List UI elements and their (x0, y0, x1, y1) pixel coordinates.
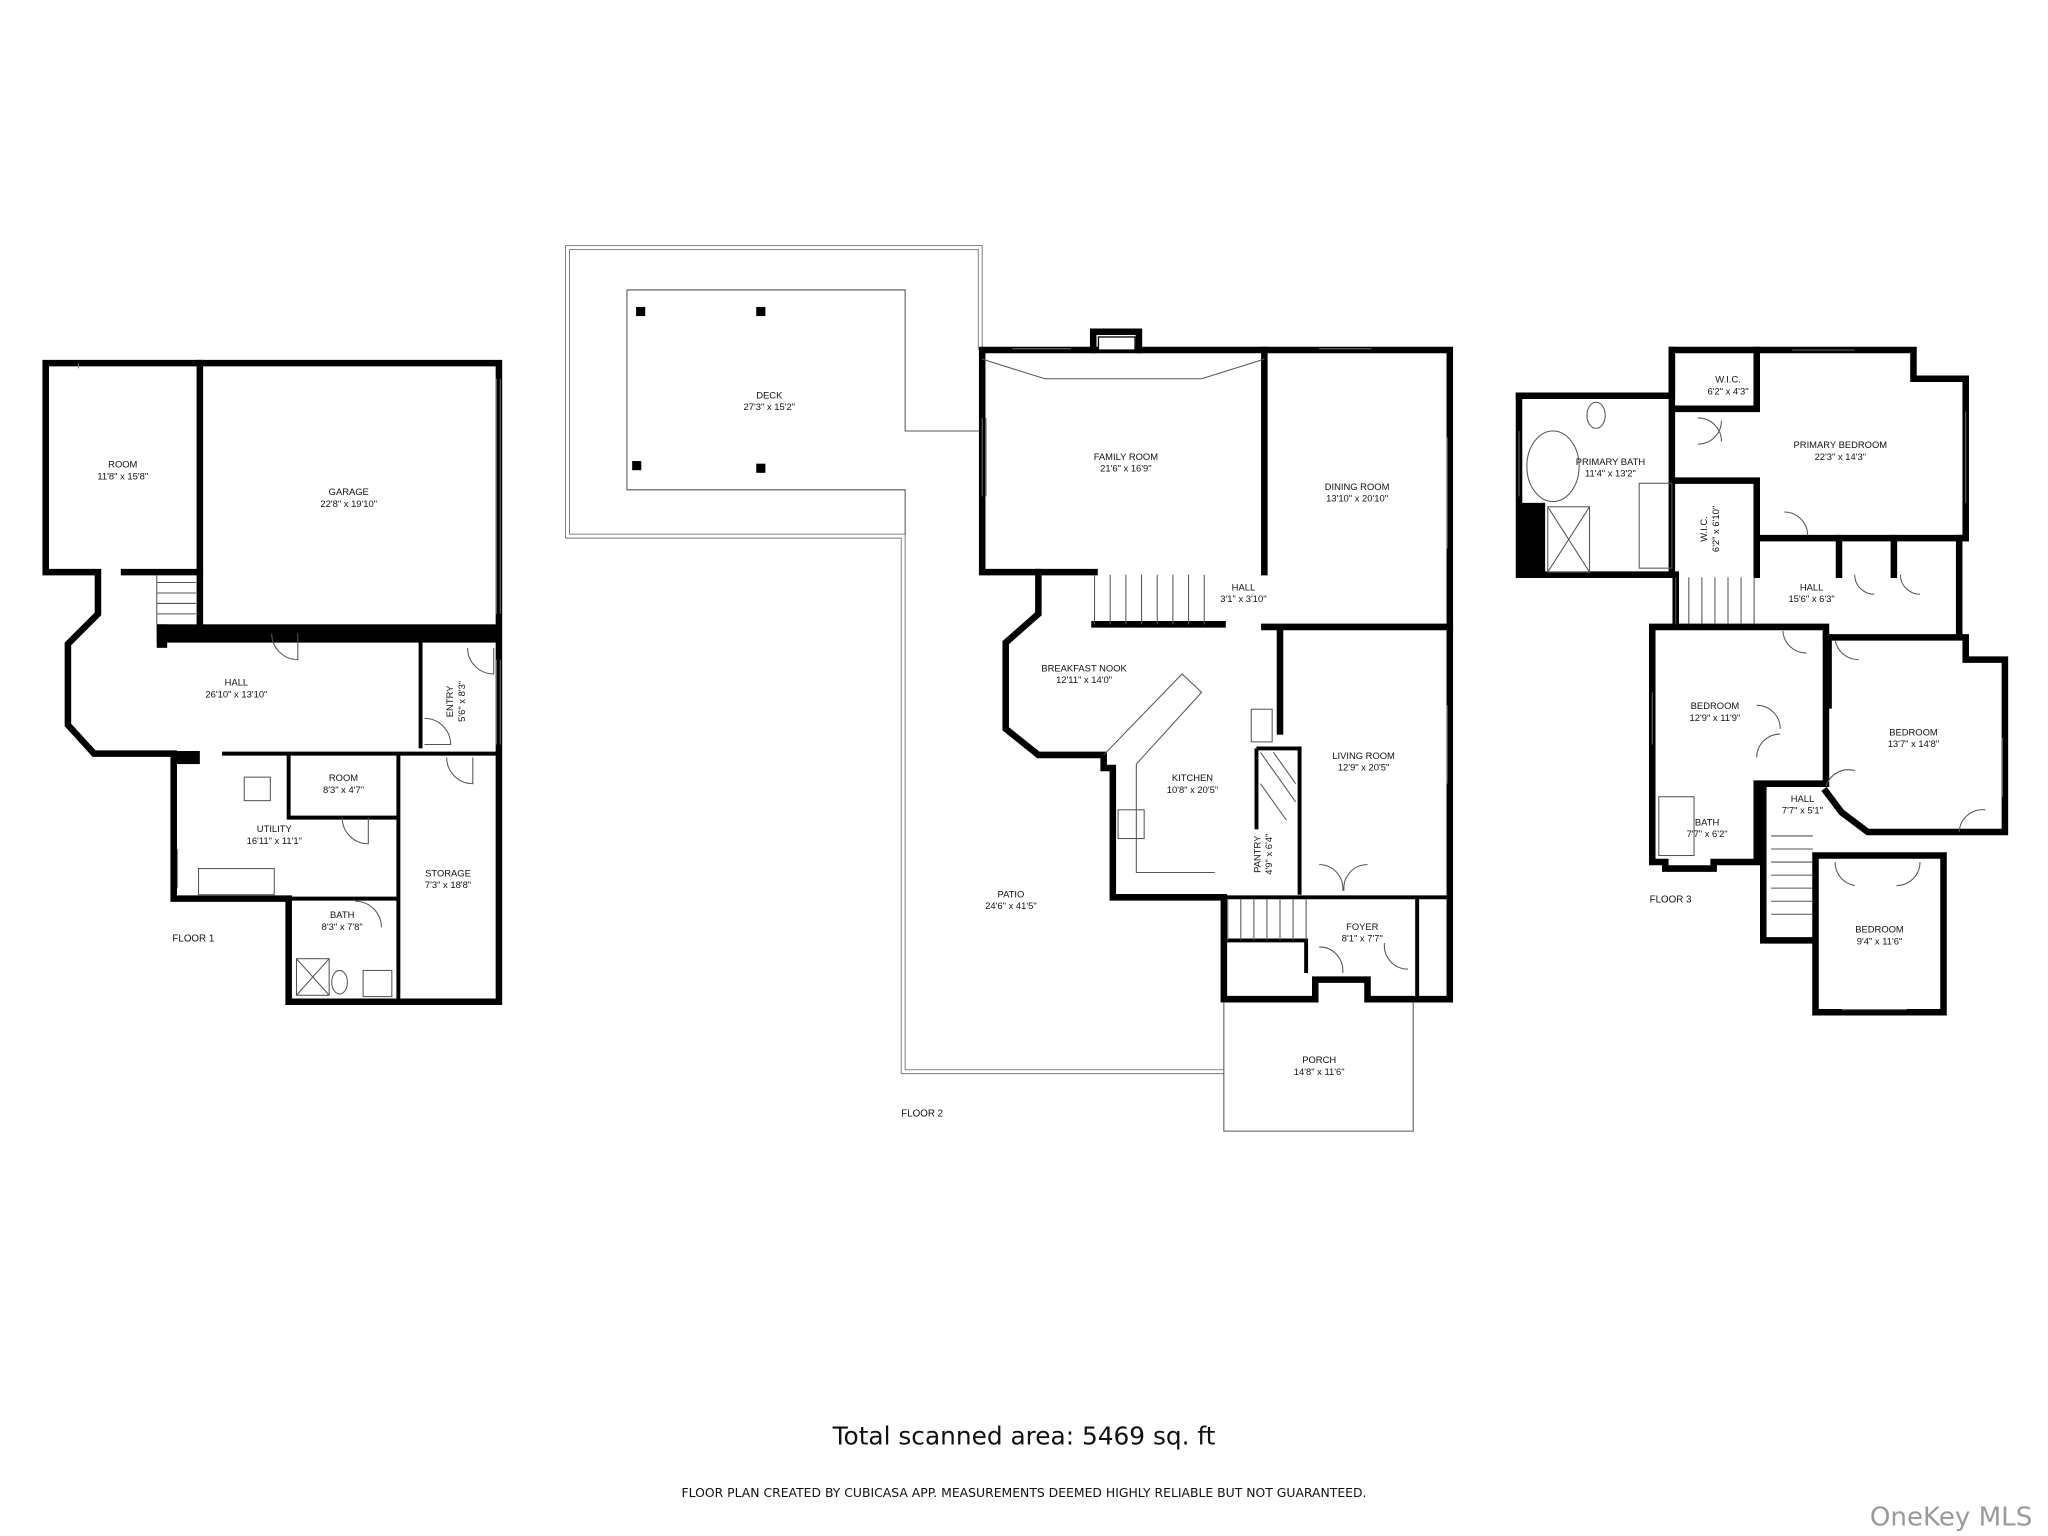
floor-2: DECK 27'3" x 15'2" FAMILY ROOM 21'6" x 1… (565, 245, 1454, 1132)
disclaimer: FLOOR PLAN CREATED BY CUBICASA APP. MEAS… (681, 1485, 1366, 1500)
room-size: 9'4" x 11'6" (1857, 935, 1903, 946)
room-label: BEDROOM (1691, 700, 1740, 711)
room-size: 11'4" x 13'2" (1585, 468, 1636, 479)
room-label: LIVING ROOM (1332, 750, 1395, 761)
room-label: ROOM (329, 772, 358, 783)
room-label: BEDROOM (1889, 726, 1938, 737)
room-label: BEDROOM (1855, 924, 1904, 935)
room-size: 6'2" x 6'10" (1710, 506, 1721, 552)
room-label: PRIMARY BATH (1576, 456, 1646, 467)
room-label: UTILITY (257, 823, 293, 834)
room-label: STORAGE (425, 867, 471, 878)
room-size: 7'7" x 5'1" (1782, 805, 1823, 816)
room-label: HALL (1791, 793, 1815, 804)
room-label: HALL (225, 677, 249, 688)
room-size: 24'6" x 41'5" (985, 900, 1037, 911)
room-label: PORCH (1302, 1054, 1336, 1065)
room-size: 5'6" x 8'3" (456, 681, 467, 722)
room-size: 3'1" x 3'10" (1220, 593, 1266, 604)
room-label: KITCHEN (1172, 772, 1213, 783)
room-label: FAMILY ROOM (1094, 451, 1159, 462)
room-size: 13'7" x 14'8" (1888, 738, 1940, 749)
room-label: HALL (1800, 581, 1824, 592)
room-size: 10'8" x 20'5" (1167, 784, 1219, 795)
room-size: 14'8" x 11'6" (1294, 1066, 1345, 1077)
floor-label: FLOOR 2 (901, 1109, 943, 1120)
room-size: 4'9" x 6'4" (1263, 834, 1274, 875)
room-label: ROOM (108, 459, 137, 470)
room-label: FOYER (1346, 921, 1379, 932)
watermark-logo: OneKey MLS (1870, 1503, 2032, 1533)
room-size: 12'9" x 11'9" (1690, 712, 1741, 723)
room-size: 22'8" x 19'10" (320, 498, 377, 509)
room-label: W.I.C. (1698, 516, 1709, 542)
room-label: DINING ROOM (1325, 481, 1390, 492)
room-size: 12'11" x 14'0" (1056, 674, 1112, 685)
room-label: PANTRY (1251, 835, 1262, 873)
room-label: GARAGE (329, 486, 369, 497)
room-size: 16'11" x 11'1" (247, 835, 302, 846)
room-label: DECK (756, 389, 783, 400)
floor-1: ROOM 11'8" x 15'8" GARAGE 22'8" x 19'10"… (42, 359, 503, 1006)
room-size: 6'2" x 4'3" (1707, 385, 1748, 396)
room-label: BATH (330, 909, 355, 920)
room-size: 12'9" x 20'5" (1338, 762, 1390, 773)
room-size: 22'3" x 14'3" (1815, 451, 1867, 462)
room-size: 27'3" x 15'2" (744, 401, 796, 412)
room-label: PATIO (998, 888, 1025, 899)
room-label: PRIMARY BEDROOM (1794, 439, 1888, 450)
floor-label: FLOOR 1 (172, 934, 214, 945)
total-scanned-area: Total scanned area: 5469 sq. ft (832, 1422, 1216, 1451)
room-size: 15'6" x 6'3" (1788, 593, 1834, 604)
room-size: 21'6" x 16'9" (1100, 463, 1152, 474)
room-size: 11'8" x 15'8" (97, 470, 148, 481)
room-size: 26'10" x 13'10" (205, 688, 267, 699)
room-size: 13'10" x 20'10" (1326, 493, 1388, 504)
room-size: 7'3" x 18'8" (425, 879, 471, 890)
room-label: W.I.C. (1715, 374, 1741, 385)
room-size: 8'3" x 4'7" (323, 784, 364, 795)
room-size: 8'1" x 7'7" (1342, 933, 1383, 944)
floor-3: W.I.C. 6'2" x 4'3" PRIMARY BEDROOM 22'3"… (1515, 346, 2009, 1016)
room-label: BATH (1695, 816, 1720, 827)
room-label: BREAKFAST NOOK (1041, 662, 1127, 673)
room-size: 7'7" x 6'2" (1687, 828, 1728, 839)
floor-label: FLOOR 3 (1650, 895, 1692, 906)
room-label: HALL (1232, 581, 1256, 592)
room-label: ENTRY (444, 685, 455, 717)
room-size: 8'3" x 7'8" (322, 921, 363, 932)
